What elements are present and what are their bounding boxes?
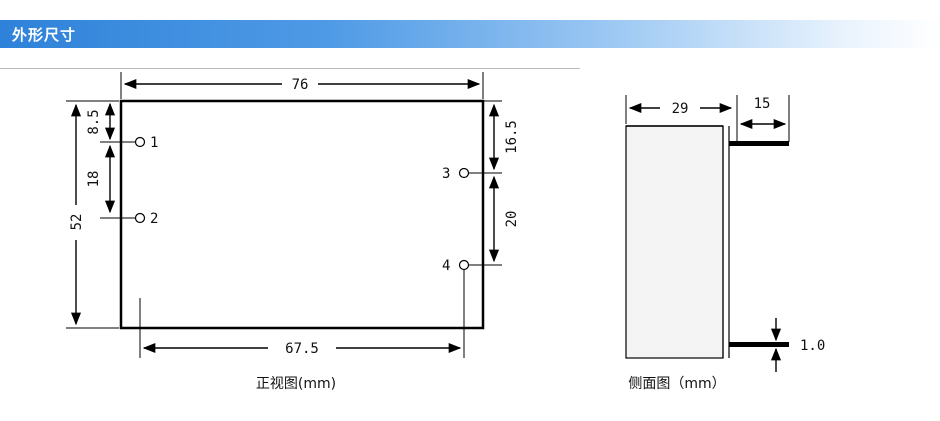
dim-label-pin-spacing-right: 20: [504, 211, 520, 228]
dim-label-right-offset: 16.5: [504, 120, 520, 154]
dim-label-depth: 29: [672, 101, 689, 117]
section-title: 外形尺寸: [12, 26, 77, 44]
pin-1-marker: [134, 136, 146, 148]
dim-label-pin1-offset: 8.5: [86, 109, 102, 134]
dim-label-height: 52: [69, 214, 85, 231]
pin-3-label: 3: [442, 166, 450, 182]
side-pin-top: [729, 141, 789, 146]
front-view-caption: 正视图(mm): [256, 376, 336, 392]
pin-1-label: 1: [150, 135, 158, 151]
front-view: 76 52 8.5 18 1 2 3 4 16.5: [66, 72, 520, 392]
pin-3-marker: [458, 167, 470, 179]
pin-2-label: 2: [150, 211, 158, 227]
dim-label-pin-spacing-left: 18: [86, 171, 102, 188]
pin-2-marker: [134, 212, 146, 224]
dim-label-lead-length: 15: [754, 96, 771, 112]
side-body-outline: [625, 125, 724, 359]
dim-label-lead-thickness: 1.0: [800, 338, 825, 354]
side-view: 29 15 1.0 侧面图（mm）: [625, 95, 825, 392]
section-header-bar: 外形尺寸: [0, 20, 940, 48]
dim-label-width: 76: [292, 77, 309, 93]
dim-label-bottom-span: 67.5: [285, 341, 319, 357]
side-pin-bottom: [729, 342, 789, 347]
divider-line: [0, 68, 580, 69]
module-outline: [119, 99, 485, 330]
pin-4-label: 4: [442, 258, 450, 274]
side-view-caption: 侧面图（mm）: [628, 376, 725, 392]
pin-4-marker: [458, 259, 470, 271]
